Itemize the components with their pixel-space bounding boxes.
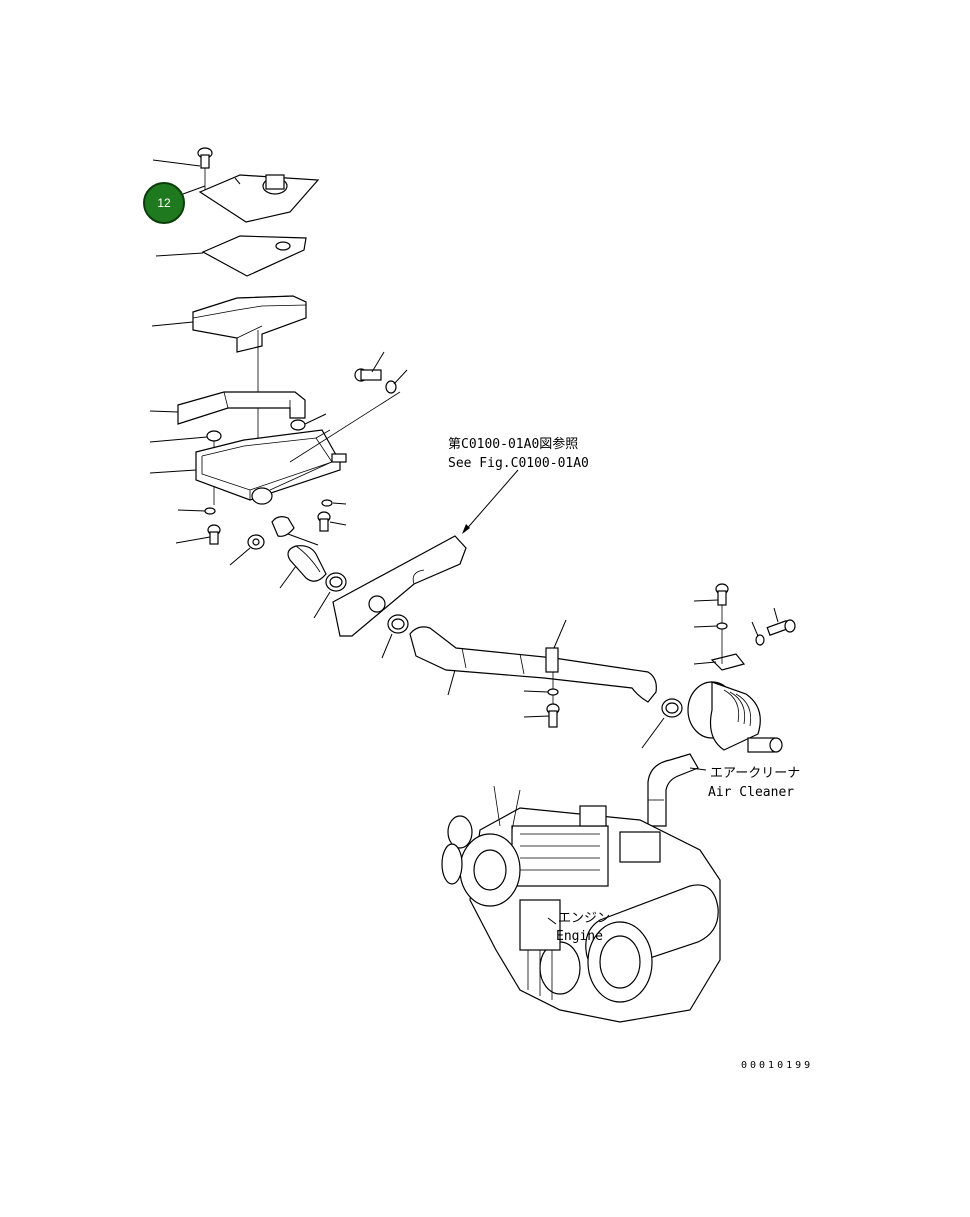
- bolt-left: [207, 524, 221, 545]
- washer-cleaner: [716, 622, 728, 630]
- air-cleaner-jp-label: エアークリーナ: [710, 766, 800, 781]
- leader-5: [149, 410, 179, 413]
- leader-14: [329, 521, 347, 526]
- hose-support-clamp: [545, 647, 559, 673]
- leader-2: [182, 185, 206, 195]
- leader-8: [149, 469, 197, 474]
- hose-clamp-3: [661, 698, 683, 718]
- nut-right: [290, 419, 306, 431]
- leader-23: [693, 661, 717, 665]
- intake-hose-long: [409, 626, 657, 703]
- drawing-number: 00010199: [741, 1060, 813, 1071]
- leader-26: [773, 607, 779, 623]
- engine-jp-label: エンジン: [558, 911, 610, 926]
- callout-badge-12[interactable]: 12: [143, 182, 185, 224]
- leader-25: [693, 625, 718, 628]
- air-cleaner-leader: [689, 767, 707, 771]
- leader-9: [177, 509, 206, 512]
- washer-cleaner-side: [755, 634, 765, 646]
- washer-right: [321, 499, 333, 507]
- bolt-support: [546, 703, 560, 728]
- leader-7: [304, 413, 327, 425]
- engine-en-label: Engine: [556, 929, 603, 944]
- top-cover-plate: [198, 174, 320, 223]
- hose-clamp-2: [387, 614, 409, 634]
- bolt-cleaner-top: [715, 583, 729, 606]
- leader-3: [155, 252, 204, 257]
- air-cleaner: [687, 681, 783, 753]
- hose-clamp-1: [325, 572, 347, 592]
- leader-13: [332, 502, 347, 505]
- bolt-bracket: [354, 351, 385, 382]
- leader-6: [149, 436, 208, 443]
- leader-16: [313, 591, 331, 619]
- leader-19: [553, 619, 567, 649]
- leader-15: [279, 565, 297, 589]
- leader-24: [693, 599, 719, 602]
- u-seal: [192, 295, 307, 353]
- see-fig-arrow: [462, 524, 470, 534]
- leader-21: [523, 715, 550, 718]
- air-cleaner-en-label: Air Cleaner: [708, 785, 794, 800]
- grommet: [247, 534, 265, 550]
- leader-12: [287, 533, 319, 546]
- leader-4: [151, 321, 194, 327]
- engine-leader: [547, 917, 557, 925]
- leader-1: [152, 159, 201, 167]
- mounting-plate: [332, 535, 467, 637]
- l-seal: [177, 391, 306, 425]
- leader-11: [229, 547, 251, 566]
- bolt-top: [197, 147, 213, 190]
- leader-22: [641, 717, 665, 749]
- intake-hose-curved: [287, 545, 327, 582]
- air-box: [195, 429, 347, 505]
- engine: [441, 785, 721, 1023]
- elbow-hose-small: [271, 516, 295, 537]
- elbow-hose-engine: [647, 753, 699, 827]
- see-fig-jp-label: 第C0100-01A0図参照: [448, 436, 578, 452]
- leader-10: [175, 536, 211, 544]
- bolt-cleaner-side: [766, 619, 796, 636]
- leader-27: [751, 621, 759, 637]
- washer-left: [204, 507, 216, 515]
- see-fig-en-label: See Fig.C0100-01A0: [448, 456, 589, 471]
- air-cleaner-bracket: [710, 602, 746, 671]
- washer-bracket: [289, 369, 408, 463]
- seal-plate: [201, 235, 307, 277]
- leader-18: [381, 633, 393, 659]
- washer-support: [547, 688, 559, 696]
- leader-20: [523, 690, 549, 693]
- bolt-right: [317, 511, 331, 532]
- leader-17: [447, 669, 456, 696]
- see-fig-leader: [463, 469, 519, 533]
